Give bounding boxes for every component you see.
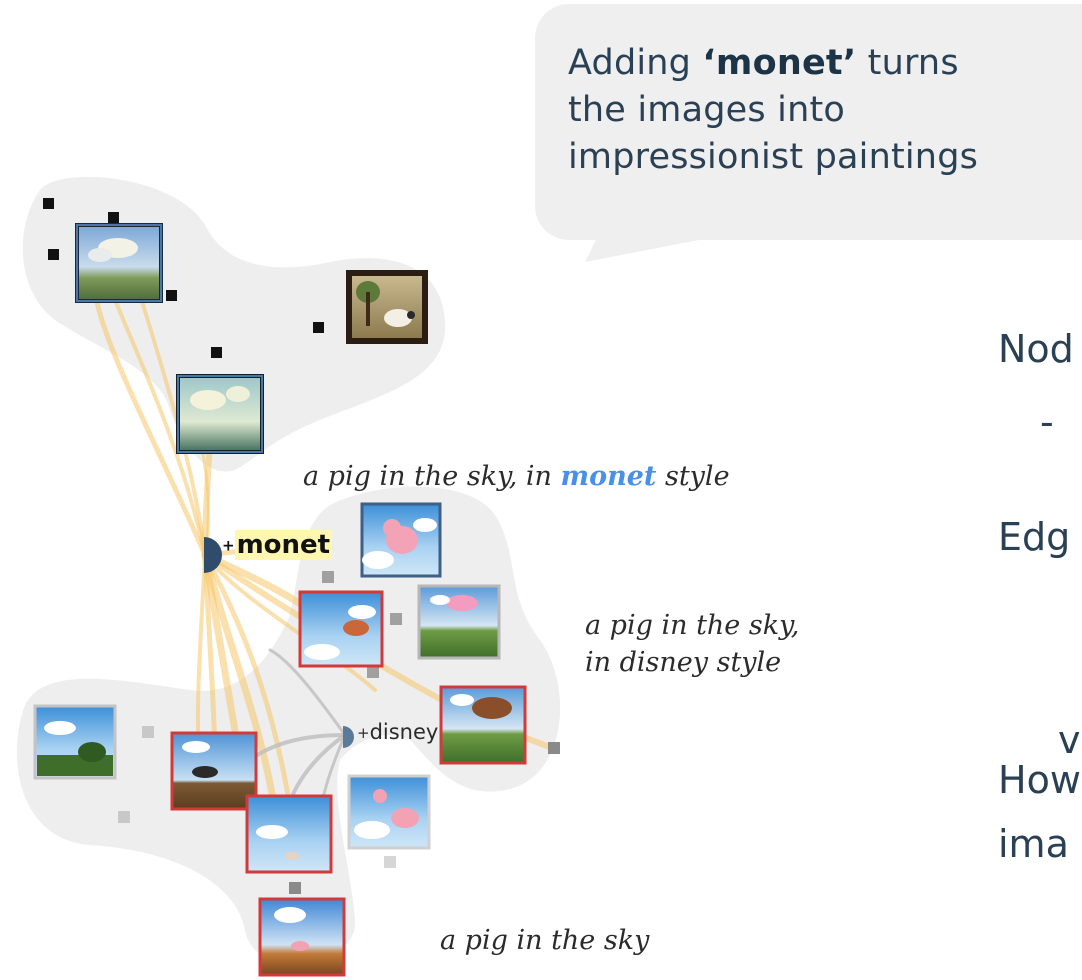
callout-line1-prefix: Adding xyxy=(568,43,703,83)
pig-over-hill-thumbnail[interactable] xyxy=(258,897,346,977)
right-panel-line3: Edg xyxy=(998,515,1071,559)
monet-node-label[interactable]: +monet xyxy=(222,530,333,560)
callout-text: Adding ‘monet’ turns the images into imp… xyxy=(568,40,978,181)
monet-clouds-field-thumbnail[interactable] xyxy=(75,223,163,303)
edge xyxy=(268,648,347,737)
right-panel-line2: - xyxy=(1040,400,1054,444)
edge xyxy=(92,287,208,558)
node-square xyxy=(118,811,130,823)
callout-line2: the images into xyxy=(568,90,845,130)
disney-node-icon[interactable] xyxy=(343,726,354,748)
base-caption-text: a pig in the sky xyxy=(440,925,650,956)
thumbnails xyxy=(33,223,527,977)
right-panel-line1: Nod xyxy=(998,327,1074,371)
monet-node-word: monet xyxy=(234,530,333,560)
disney-caption: a pig in the sky, in disney style xyxy=(585,607,799,681)
disney-caption-line2: in disney style xyxy=(585,647,782,678)
pig-over-field-thumbnail[interactable] xyxy=(170,731,258,811)
node-square xyxy=(384,856,396,868)
small-nodes xyxy=(43,198,560,894)
right-panel-line4: v xyxy=(1058,718,1081,762)
brown-pig-over-hills-thumbnail[interactable] xyxy=(439,685,527,765)
disney-caption-line1: a pig in the sky, xyxy=(585,610,800,641)
node-square xyxy=(367,666,379,678)
node-square xyxy=(313,322,324,333)
base-caption: a pig in the sky xyxy=(440,922,649,959)
monet-caption-prefix: a pig in the sky, in xyxy=(303,461,561,492)
cartoon-pigs-clouds-thumbnail[interactable] xyxy=(347,774,431,850)
component-nodes xyxy=(204,537,354,748)
monet-node-icon[interactable] xyxy=(204,537,222,573)
node-square xyxy=(166,290,177,301)
edge xyxy=(110,290,207,557)
node-square xyxy=(322,571,334,583)
blue-sky-trees-thumbnail[interactable] xyxy=(33,704,117,780)
node-square xyxy=(48,249,59,260)
disney-node-label[interactable]: +disney xyxy=(357,720,438,744)
node-square xyxy=(43,198,54,209)
disney-pig-in-clouds-thumbnail[interactable] xyxy=(360,502,442,578)
sheep-painting-thumbnail[interactable] xyxy=(346,270,428,344)
node-square xyxy=(390,613,402,625)
edge xyxy=(201,551,279,814)
node-square xyxy=(548,742,560,754)
callout-bubble xyxy=(535,4,1082,240)
node-square xyxy=(142,726,154,738)
callout-line1-suffix: turns xyxy=(856,43,959,83)
node-square xyxy=(108,212,119,223)
monet-plus-sign: + xyxy=(222,536,235,555)
right-panel-line6: ima xyxy=(998,822,1069,866)
small-pig-in-sky-thumbnail[interactable] xyxy=(245,794,333,874)
pink-pig-over-field-thumbnail[interactable] xyxy=(417,584,501,660)
monet-caption-highlight: monet xyxy=(560,461,657,492)
node-square xyxy=(289,882,301,894)
monet-caption: a pig in the sky, in monet style xyxy=(303,458,730,495)
monet-caption-suffix: style xyxy=(656,461,730,492)
right-panel-line5: How xyxy=(998,758,1081,802)
disney-plus-sign: + xyxy=(357,724,370,742)
edge xyxy=(203,553,377,692)
callout-line3: impressionist paintings xyxy=(568,137,979,177)
callout-bold-monet: ‘monet’ xyxy=(702,43,857,83)
disney-flying-pig-thumbnail[interactable] xyxy=(298,590,384,668)
node-square xyxy=(211,347,222,358)
monet-sky-landscape-thumbnail[interactable] xyxy=(176,374,264,454)
disney-node-word: disney xyxy=(369,720,439,744)
